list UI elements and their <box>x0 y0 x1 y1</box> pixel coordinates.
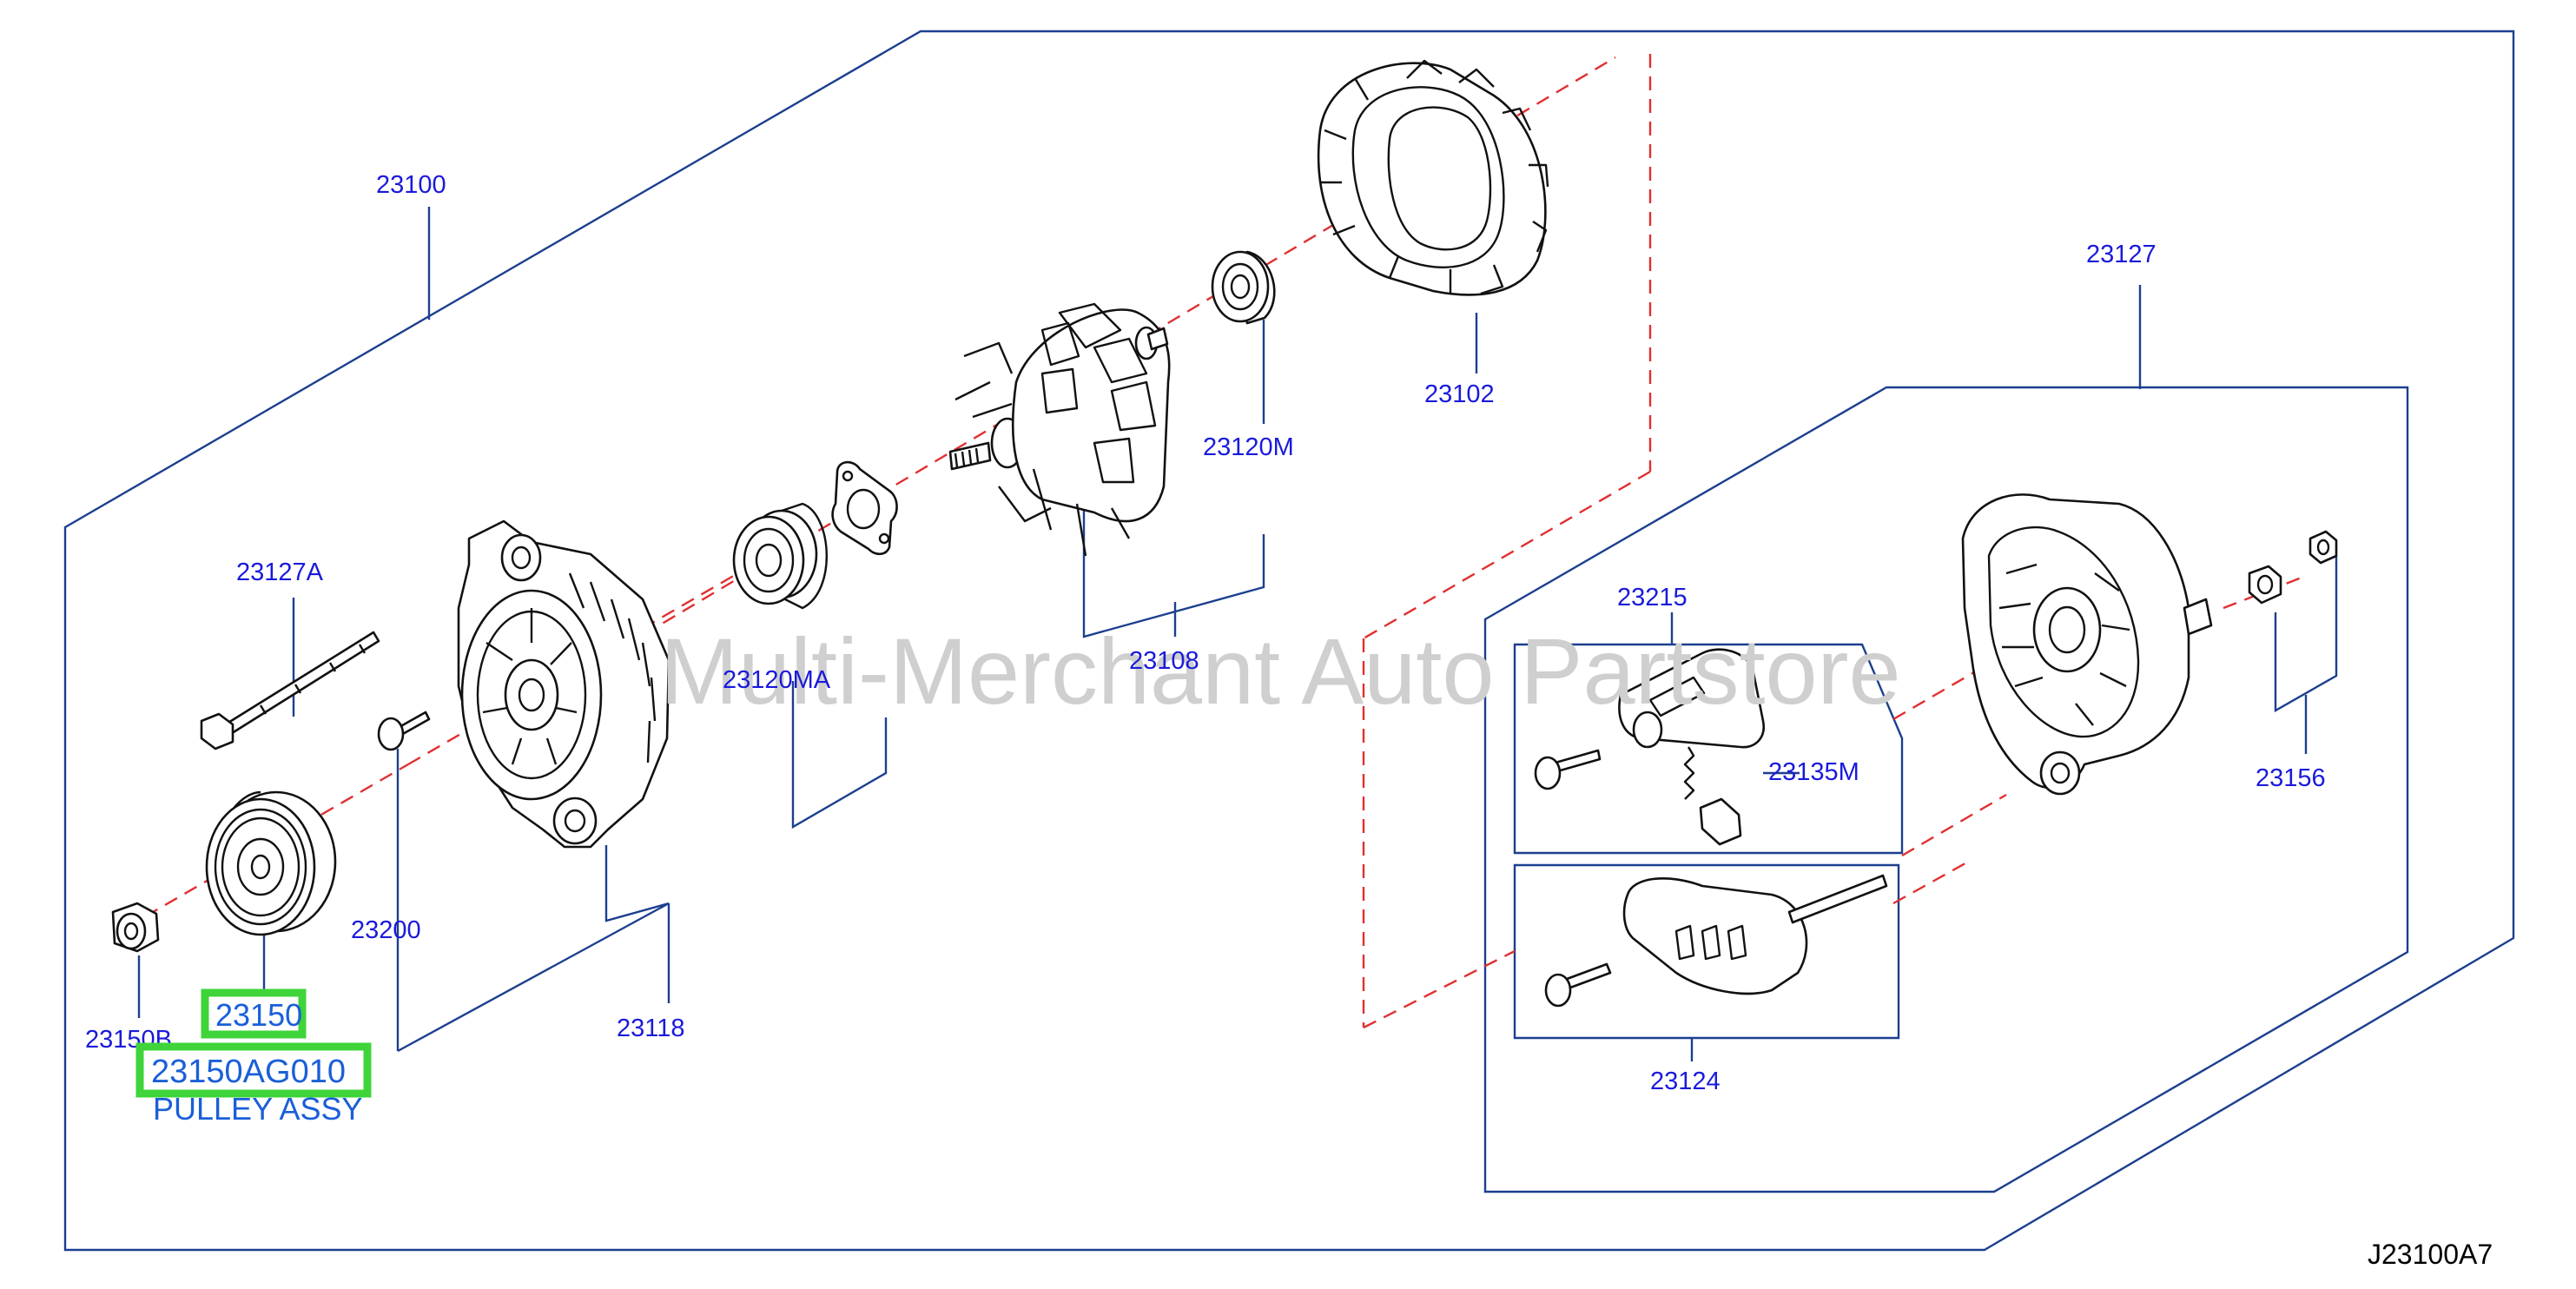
rear-cover-frame <box>1483 386 2409 1193</box>
rear-cover <box>1961 493 2213 796</box>
brush-holder <box>1534 648 1765 846</box>
callout-23118: 23118 <box>617 1015 685 1042</box>
rotor <box>948 302 1171 557</box>
callout-23215: 23215 <box>1617 584 1688 611</box>
callout-23124: 23124 <box>1650 1068 1721 1095</box>
terminal-nuts <box>2248 530 2338 605</box>
part-name: PULLEY ASSY <box>153 1091 363 1127</box>
bearing-retainer-plate <box>831 460 898 556</box>
front-bearing <box>732 502 828 610</box>
through-bolt <box>200 631 380 750</box>
pulley <box>205 790 337 936</box>
part-number[interactable]: 23150AG010 <box>151 1054 346 1090</box>
bearing-retainer-screw <box>377 711 431 751</box>
watermark: Multi-Merchant Auto Partstore <box>660 618 1901 724</box>
callout-23156: 23156 <box>2256 764 2326 792</box>
stator <box>1317 59 1549 296</box>
pulley-callout-highlight <box>201 988 307 1039</box>
callout-23108: 23108 <box>1129 647 1199 675</box>
callout-23135m: 23135M <box>1768 758 1859 786</box>
rear-bearing <box>1211 250 1276 325</box>
callout-23127a: 23127A <box>236 559 324 586</box>
rectifier-box <box>1513 863 1900 1040</box>
regulator <box>1544 874 1888 1008</box>
figure-code: J23100A7 <box>2368 1239 2493 1270</box>
callout-23100: 23100 <box>376 171 446 199</box>
part-number-highlight <box>135 1042 372 1098</box>
brush-holder-box <box>1513 643 1904 855</box>
callout-23120ma: 23120MA <box>723 666 831 694</box>
callout-23102: 23102 <box>1424 380 1495 408</box>
callout-23150[interactable]: 23150 <box>215 997 302 1033</box>
pulley-nut <box>111 902 160 953</box>
assembly-frame <box>63 30 2515 1252</box>
callout-23200: 23200 <box>351 916 421 944</box>
callout-23127: 23127 <box>2086 241 2157 268</box>
callout-23120m: 23120M <box>1203 433 1294 461</box>
front-housing <box>457 519 670 849</box>
leader-lines <box>137 207 2338 1061</box>
